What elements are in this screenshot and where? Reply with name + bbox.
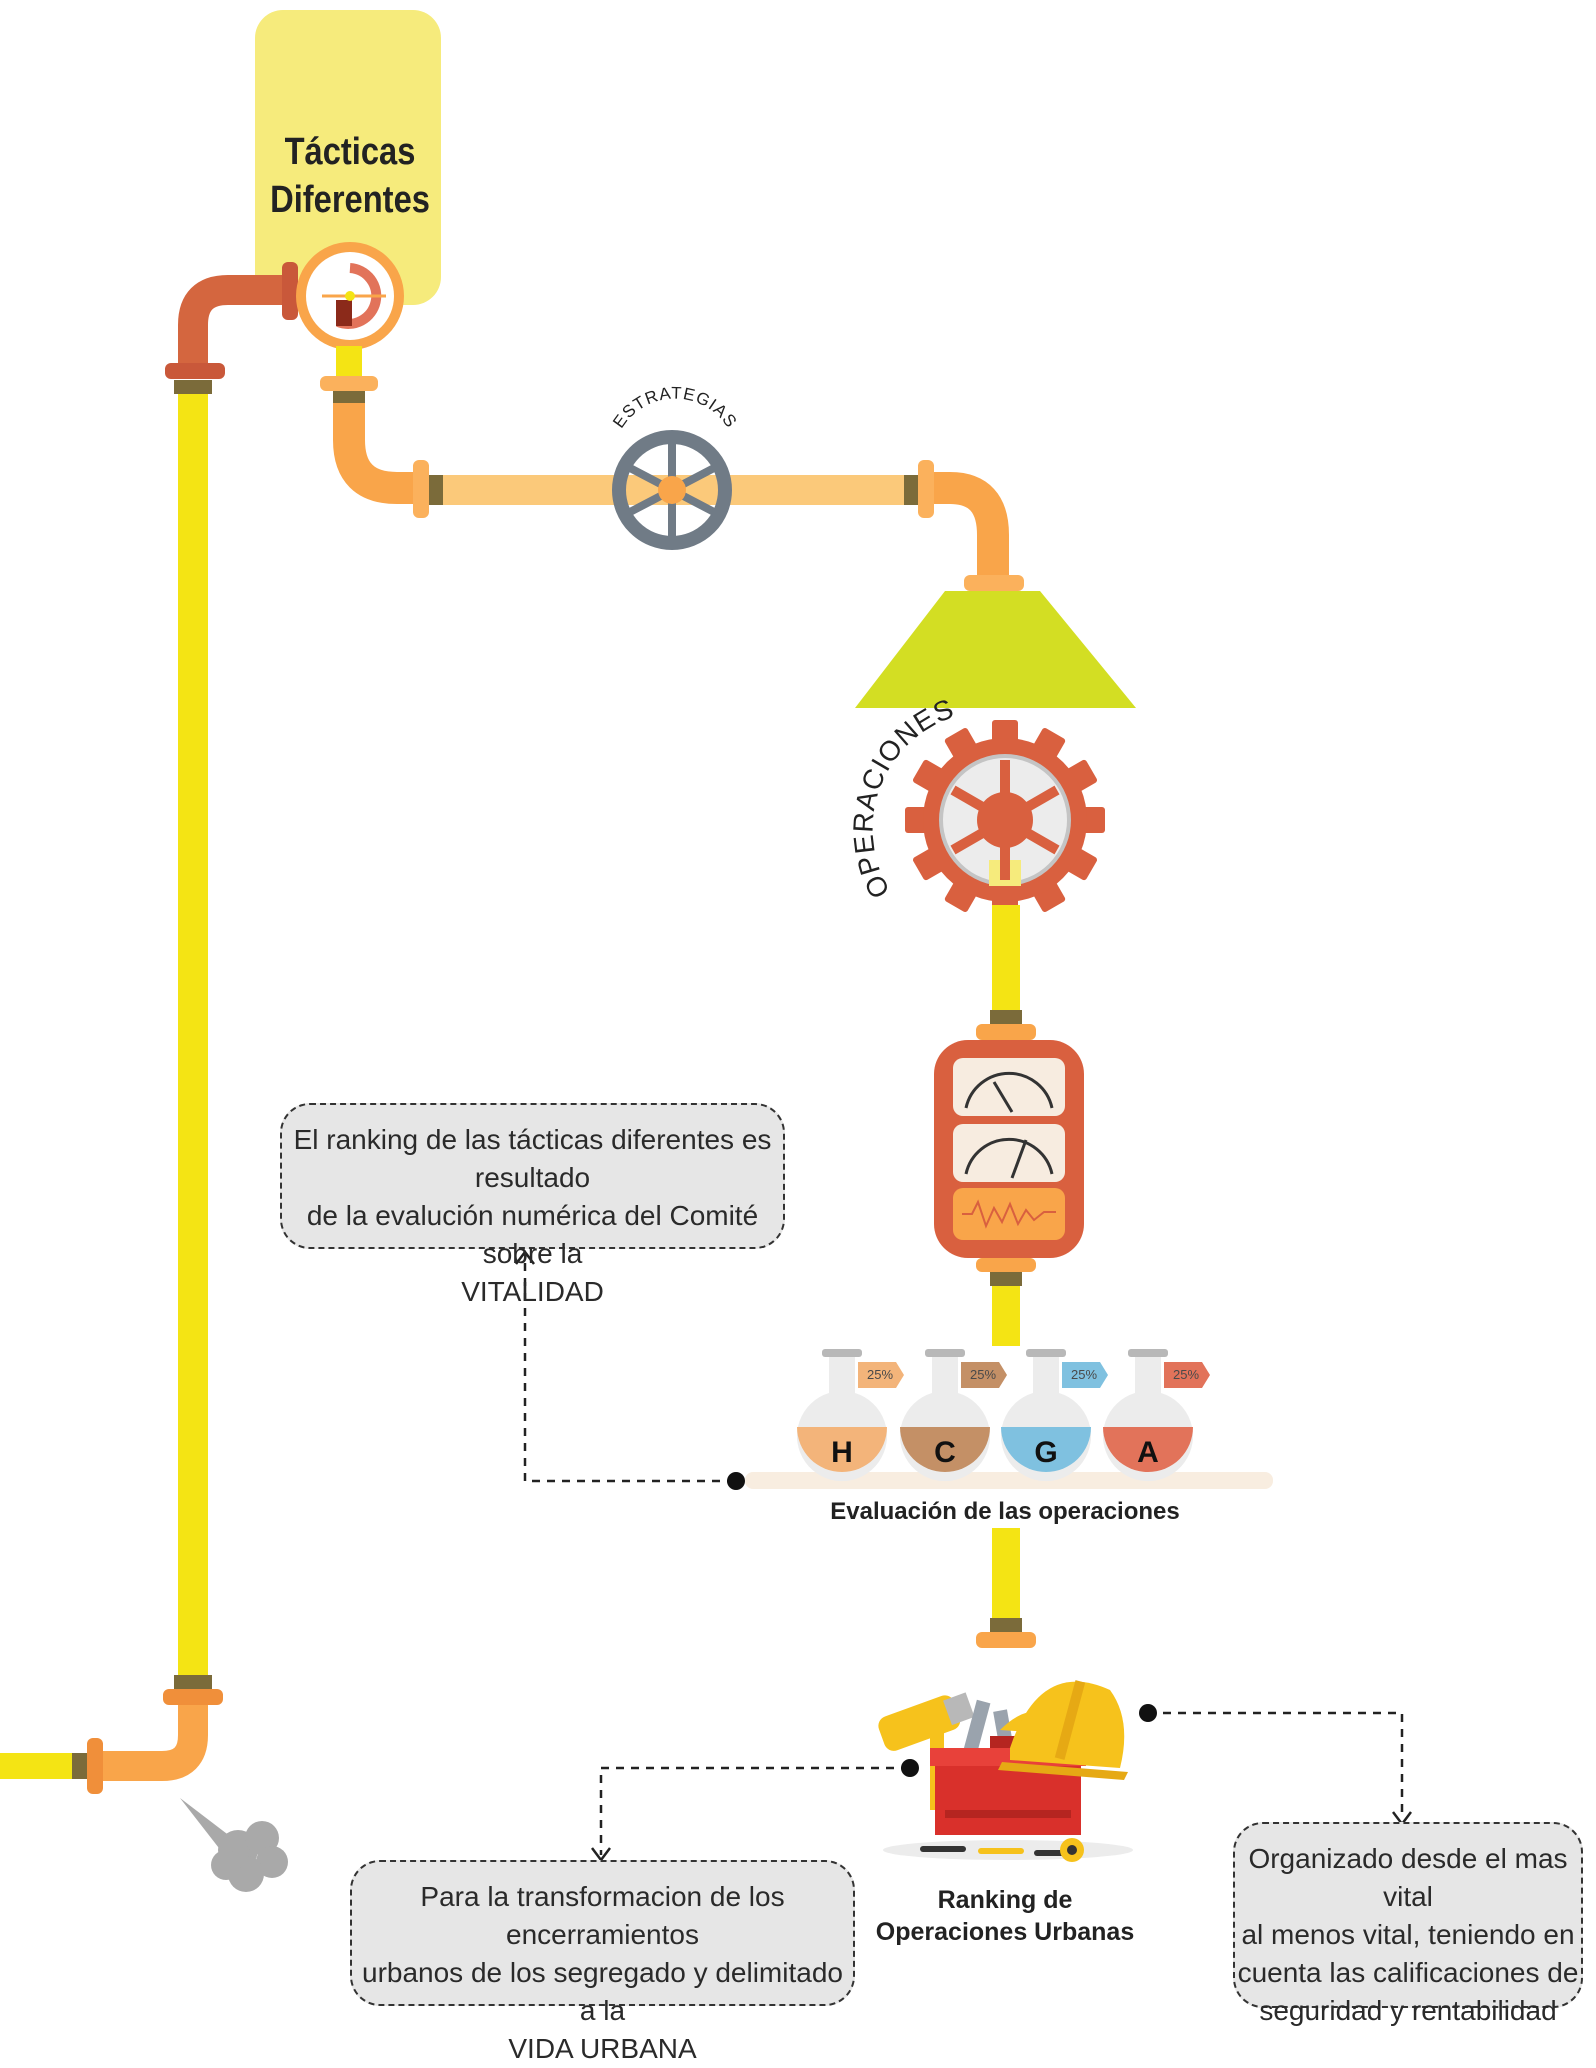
connector-lines bbox=[523, 1255, 1404, 1855]
evaluation-label: Evaluación de las operaciones bbox=[830, 1498, 1180, 1525]
pipe-segment bbox=[992, 905, 1020, 1015]
note-organizado-line1: Organizado desde el mas vital bbox=[1248, 1843, 1568, 1912]
flask-g bbox=[1001, 1349, 1108, 1482]
valve-label: ESTRATEGIAS bbox=[609, 383, 741, 431]
note-vida-urbana-line1: Para la transformacion de los encerramie… bbox=[420, 1881, 785, 1950]
smoke-icon bbox=[180, 1798, 288, 1892]
tank-title: Tácticas Diferentes bbox=[268, 128, 431, 224]
flask-percent-c: 25% bbox=[970, 1367, 996, 1382]
pipe-segment bbox=[992, 1528, 1020, 1618]
pipe-segment bbox=[992, 1286, 1020, 1346]
meter-icon bbox=[934, 1040, 1084, 1258]
pipe-band bbox=[990, 1010, 1022, 1024]
flask-letter-c: C bbox=[934, 1436, 956, 1469]
pipe-band bbox=[990, 1272, 1022, 1286]
note-vitalidad-line1: El ranking de las tácticas diferentes es… bbox=[293, 1124, 772, 1193]
note-organizado-line2: al menos vital, teniendo en bbox=[1241, 1919, 1575, 1950]
strategy-pipe bbox=[320, 346, 1024, 591]
note-vitalidad-line2: de la evalución numérica del Comité sobr… bbox=[306, 1200, 759, 1269]
flask-percent-g: 25% bbox=[1071, 1367, 1097, 1382]
funnel bbox=[855, 591, 1136, 708]
tank-title-line1: Tácticas bbox=[284, 131, 416, 173]
flask-percent-a: 25% bbox=[1173, 1367, 1199, 1382]
flask-letter-a: A bbox=[1137, 1436, 1159, 1469]
flask-a bbox=[1103, 1349, 1210, 1482]
pipe-flange bbox=[976, 1632, 1036, 1648]
note-organizado-line4: seguridad y rentabilidad bbox=[1259, 1995, 1557, 2026]
ranking-title-line1: Ranking de bbox=[937, 1886, 1073, 1914]
pipe-flange bbox=[976, 1258, 1036, 1272]
note-organizado: Organizado desde el mas vital al menos v… bbox=[1233, 1822, 1583, 2026]
flask-c bbox=[900, 1349, 1007, 1482]
toolbox-icon bbox=[878, 1680, 1133, 1862]
connector-dots bbox=[727, 1472, 1157, 1777]
note-vitalidad-line3: VITALIDAD bbox=[461, 1276, 604, 1307]
pipe-band bbox=[990, 1618, 1022, 1632]
ranking-title: Ranking de Operaciones Urbanas bbox=[870, 1884, 1140, 1948]
return-pipe bbox=[0, 262, 298, 1794]
ranking-title-line2: Operaciones Urbanas bbox=[875, 1918, 1135, 1946]
valve-wheel-icon bbox=[612, 430, 732, 550]
note-vida-urbana: Para la transformacion de los encerramie… bbox=[350, 1860, 855, 2064]
gear-icon bbox=[905, 720, 1105, 920]
process-diagram: ESTRATEGIAS OPERACIONES bbox=[0, 10, 1412, 1892]
flask-letter-h: H bbox=[831, 1436, 853, 1469]
tank-dial-icon bbox=[296, 242, 404, 350]
note-vida-urbana-line2: urbanos de los segregado y delimitado a … bbox=[362, 1957, 843, 2026]
flask-letter-g: G bbox=[1034, 1436, 1057, 1469]
note-vitalidad: El ranking de las tácticas diferentes es… bbox=[280, 1103, 785, 1307]
tactics-tank bbox=[255, 10, 441, 305]
pipe-flange bbox=[976, 1024, 1036, 1040]
note-organizado-line3: cuenta las calificaciones de bbox=[1237, 1957, 1579, 1988]
flask-h bbox=[797, 1349, 904, 1482]
tank-title-line2: Diferentes bbox=[270, 179, 430, 221]
flask-percent-h: 25% bbox=[867, 1367, 893, 1382]
note-vida-urbana-line3: VIDA URBANA bbox=[508, 2033, 697, 2064]
